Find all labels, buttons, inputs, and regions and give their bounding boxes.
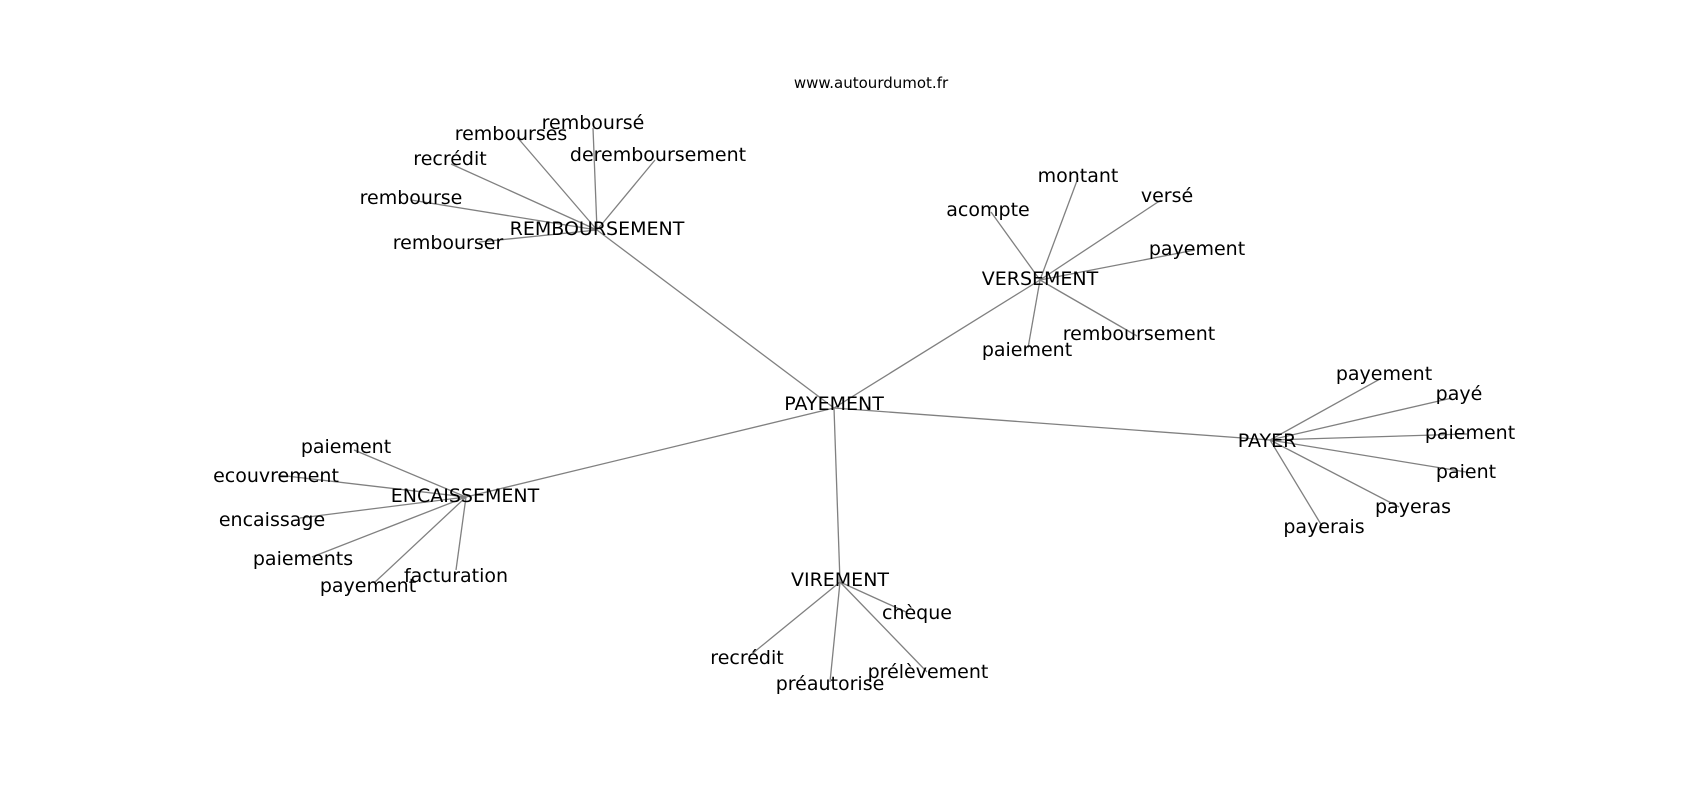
- leaf-node-label: prélèvement: [868, 661, 989, 683]
- edge-payer-leaf: [1269, 439, 1323, 527]
- edge-payer-leaf: [1269, 439, 1400, 508]
- edge-payer-leaf: [1269, 378, 1381, 441]
- leaf-node-label: recrédit: [710, 647, 783, 669]
- leaf-node-label: recrédit: [413, 148, 486, 170]
- edge-center-versement: [833, 279, 1041, 409]
- leaf-node-label: versé: [1141, 185, 1193, 207]
- hub-node-label: ENCAISSEMENT: [391, 485, 540, 507]
- leaf-node-label: paiement: [1425, 422, 1515, 444]
- center-node-label: PAYEMENT: [784, 393, 884, 415]
- edge-remboursement-leaf: [592, 127, 598, 231]
- leaf-node-label: payement: [320, 575, 416, 597]
- edge-remboursement-leaf: [516, 136, 598, 231]
- leaf-node-label: rembourse: [360, 187, 463, 209]
- leaf-node-label: payement: [1336, 363, 1432, 385]
- leaf-node-label: encaissage: [219, 509, 325, 531]
- leaf-node-label: deremboursement: [570, 144, 746, 166]
- leaf-node-label: ecouvrement: [213, 465, 339, 487]
- leaf-node-label: paiement: [301, 436, 391, 458]
- edge-encaissement-leaf: [353, 449, 467, 498]
- leaf-node-label: montant: [1038, 165, 1119, 187]
- edge-encaissement-leaf: [299, 496, 467, 519]
- edge-center-payer: [833, 407, 1271, 441]
- edge-virement-leaf: [752, 581, 841, 654]
- edge-versement-leaf: [1039, 279, 1138, 337]
- hub-node-label: VIREMENT: [791, 569, 889, 591]
- edge-virement-leaf: [839, 581, 907, 613]
- edge-encaissement-leaf: [277, 474, 467, 498]
- edge-encaissement-leaf: [373, 496, 467, 584]
- leaf-node-label: payeras: [1375, 496, 1451, 518]
- leaf-node-label: rembourser: [393, 232, 504, 254]
- edge-remboursement-leaf: [450, 163, 598, 231]
- hub-node-label: REMBOURSEMENT: [510, 218, 685, 240]
- leaf-node-label: facturation: [404, 565, 508, 587]
- leaf-node-label: paiements: [253, 548, 353, 570]
- edge-center-remboursement: [596, 229, 835, 409]
- edge-center-virement: [833, 407, 841, 583]
- edge-payer-leaf: [1269, 397, 1453, 441]
- edge-center-encaissement: [465, 407, 835, 498]
- edge-payer-leaf: [1269, 439, 1467, 473]
- edge-remboursement-leaf: [596, 159, 656, 231]
- leaf-node-label: payerais: [1283, 516, 1364, 538]
- leaf-node-label: acompte: [946, 199, 1029, 221]
- edge-versement-leaf: [1027, 279, 1041, 349]
- graph-edges: [277, 127, 1468, 683]
- leaf-node-label: payement: [1149, 238, 1245, 260]
- leaf-node-label: préautorise: [776, 673, 885, 695]
- edge-payer-leaf: [1269, 433, 1468, 441]
- leaf-node-label: remboursé: [542, 112, 645, 134]
- leaf-node-label: paient: [1436, 461, 1496, 483]
- leaf-node-label: remboursement: [1063, 323, 1215, 345]
- edge-versement-leaf: [1039, 249, 1196, 281]
- leaf-node-label: payé: [1436, 383, 1483, 405]
- leaf-node-label: paiement: [982, 339, 1072, 361]
- edge-remboursement-leaf: [478, 229, 598, 243]
- leaf-node-label: chèque: [882, 602, 952, 624]
- hub-node-label: VERSEMENT: [982, 268, 1099, 290]
- edge-versement-leaf: [1039, 199, 1162, 281]
- graph-labels: PAYEMENT REMBOURSEMENT remboursesremboursé…: [213, 112, 1515, 695]
- edge-encaissement-leaf: [455, 496, 467, 571]
- edge-versement-leaf: [1039, 177, 1079, 281]
- edge-versement-leaf: [990, 211, 1041, 281]
- leaf-node-label: rembourses: [455, 123, 568, 145]
- edge-encaissement-leaf: [311, 496, 467, 558]
- edge-virement-leaf: [829, 581, 841, 683]
- source-credit: www.autourdumot.fr: [794, 74, 949, 92]
- edge-virement-leaf: [839, 581, 928, 673]
- edge-remboursement-leaf: [410, 199, 598, 231]
- hub-node-label: PAYER: [1238, 430, 1297, 452]
